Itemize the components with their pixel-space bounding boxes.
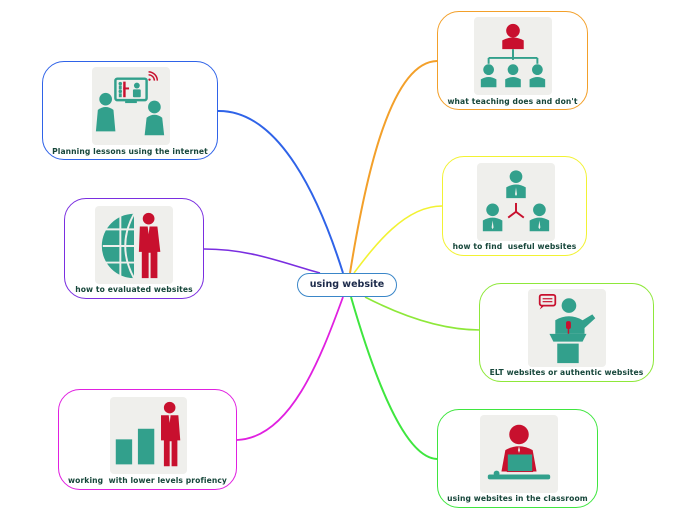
node-label: how to find useful websites xyxy=(452,242,577,251)
node-evaluated[interactable]: how to evaluated websites xyxy=(64,198,204,299)
connector-classroom xyxy=(350,296,438,460)
org-chart-hierarchy-icon xyxy=(474,17,552,95)
node-teaching[interactable]: what teaching does and don't xyxy=(437,11,588,110)
node-label: using websites in the classroom xyxy=(447,494,588,503)
node-classroom[interactable]: using websites in the classroom xyxy=(437,409,598,508)
node-lower[interactable]: working with lower levels profiency xyxy=(58,389,237,490)
person-at-laptop-icon xyxy=(480,415,558,493)
connector-lower xyxy=(236,296,344,441)
connector-evaluated xyxy=(203,248,321,274)
node-label: what teaching does and don't xyxy=(447,97,578,106)
connector-find xyxy=(353,205,443,274)
node-label: Planning lessons using the internet xyxy=(52,147,208,156)
connector-teaching xyxy=(349,60,438,274)
globe-businessman-icon xyxy=(95,206,173,284)
two-people-video-call-icon xyxy=(92,67,170,145)
central-topic[interactable]: using website xyxy=(297,273,397,297)
speaker-at-podium-icon xyxy=(528,289,606,367)
node-label: how to evaluated websites xyxy=(75,285,193,294)
bar-chart-businessman-icon xyxy=(110,397,187,474)
node-elt[interactable]: ELT websites or authentic websites xyxy=(479,283,654,382)
node-find[interactable]: how to find useful websites xyxy=(442,156,587,256)
connector-elt xyxy=(364,296,481,331)
connector-planning xyxy=(217,109,344,274)
node-planning[interactable]: Planning lessons using the internet xyxy=(42,61,218,160)
node-label: working with lower levels profiency xyxy=(68,476,227,485)
three-people-network-icon xyxy=(477,163,555,241)
node-label: ELT websites or authentic websites xyxy=(489,368,644,377)
